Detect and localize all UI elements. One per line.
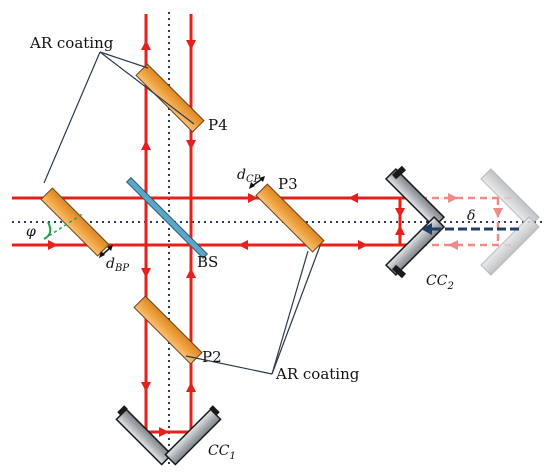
angle-phi-marker — [43, 212, 85, 240]
angle-phi-label: φ — [26, 224, 36, 240]
plate-p3-label: P3 — [278, 175, 298, 193]
arrowhead — [48, 240, 58, 250]
plate-p3 — [255, 183, 325, 253]
arrowhead — [358, 240, 368, 250]
ar-coating-label-bottom: AR coating — [275, 365, 360, 383]
displaced-beams — [420, 196, 515, 247]
plate-p4 — [135, 63, 205, 133]
ar-coating-label-top: AR coating — [29, 34, 114, 52]
plate-p2-label: P2 — [202, 348, 222, 366]
displacement-arrow — [421, 223, 520, 235]
cc1-label: CC1 — [208, 443, 236, 462]
optical-axes — [12, 12, 545, 465]
arrowhead — [186, 268, 196, 278]
beam-splitter-label: BS — [197, 253, 218, 271]
arrowhead — [141, 268, 151, 278]
arrowhead — [238, 240, 248, 250]
corner-cube-cc2-displaced — [480, 168, 540, 276]
arrowhead — [141, 140, 151, 150]
plate-p4-label: P4 — [208, 116, 228, 134]
displaced-arrowheads — [448, 193, 503, 250]
arrowhead — [348, 193, 358, 203]
beam-splitter — [125, 176, 209, 260]
d-bp-label: dBP — [106, 256, 129, 274]
arrowhead — [493, 208, 503, 218]
corner-cube-cc1 — [115, 405, 222, 466]
beam-arrowheads — [48, 40, 405, 437]
arrowhead — [186, 40, 196, 50]
arrowhead — [395, 225, 405, 235]
arrowhead — [448, 193, 458, 203]
thickness-arrowheads — [99, 176, 265, 258]
cc2-label: CC2 — [426, 273, 454, 292]
arrowhead — [159, 427, 169, 437]
arrowhead — [141, 382, 151, 392]
arrowhead — [186, 382, 196, 392]
arrowhead — [448, 240, 458, 250]
arrowhead — [141, 40, 151, 50]
d-cp-label: dCP — [237, 167, 261, 185]
arrowhead — [395, 208, 405, 218]
ar-leader-lines — [43, 51, 321, 375]
delta-label: δ — [467, 208, 475, 224]
arrowhead — [186, 140, 196, 150]
plate-bp — [40, 187, 110, 257]
arrowhead — [248, 193, 258, 203]
